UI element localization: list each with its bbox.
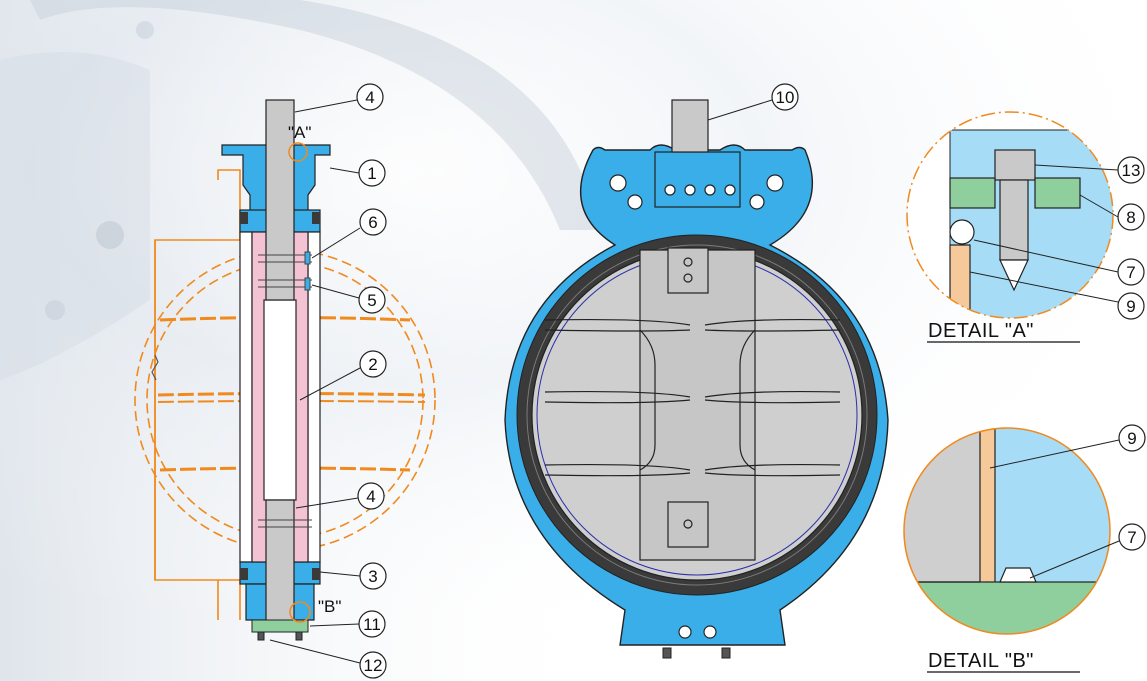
callout-number: 12 [364, 656, 383, 675]
callout-number: 4 [365, 88, 374, 107]
callout-bubble-11: 11 [358, 610, 386, 638]
callout-number: 10 [776, 88, 795, 107]
leader-line [311, 227, 361, 259]
disc-ribs [544, 249, 841, 561]
callout-circle [1117, 156, 1145, 184]
callout-bubble-4: 4 [356, 83, 384, 111]
callout-bubble-12: 12 [359, 651, 387, 679]
bearings [240, 212, 320, 580]
leader-line [294, 99, 358, 113]
callout-number: 1 [367, 164, 376, 183]
callout-circle [358, 159, 386, 187]
callout-bubble-8: 8 [1117, 203, 1145, 231]
callout-number: 6 [368, 213, 377, 232]
callout-circle [356, 83, 384, 111]
callout-circle [359, 350, 387, 378]
leader-line [299, 367, 361, 401]
section-view: "A" "B" [134, 99, 436, 641]
callout-bubble-2: 2 [359, 350, 387, 378]
neck [654, 151, 741, 208]
leader-line [1034, 164, 1119, 171]
callout-bubble-10: 10 [771, 83, 799, 111]
leader-lines [269, 99, 1120, 664]
callout-number: 8 [1126, 208, 1135, 227]
leader-line [969, 271, 1119, 303]
callout-number: 7 [1127, 528, 1136, 547]
callout-circle [1117, 292, 1145, 320]
callout-bubble-7: 7 [1117, 258, 1145, 286]
front-view [504, 99, 889, 659]
leader-line [989, 439, 1120, 469]
callout-circle [358, 286, 386, 314]
detail-a-marker: "A" [288, 123, 311, 142]
callouts: 4 1 6 5 2 4 3 11 12 10 13 8 7 9 9 7 [356, 83, 1146, 679]
bottom-bolts [662, 647, 731, 659]
detail-a: DETAIL "A" [906, 111, 1114, 343]
callout-circle [359, 562, 387, 590]
leader-line [1029, 540, 1120, 579]
leader-line [311, 284, 360, 299]
leader-line [707, 99, 773, 121]
callout-number: 4 [366, 487, 375, 506]
detail-b-circle [289, 601, 311, 623]
leader-line [973, 239, 1119, 273]
seat-inner-line [526, 244, 868, 586]
callout-number: 13 [1122, 161, 1141, 180]
callout-circle [1118, 424, 1146, 452]
callout-circle [359, 651, 387, 679]
callout-number: 9 [1126, 297, 1135, 316]
callout-number: 2 [368, 355, 377, 374]
stem-top [671, 99, 709, 153]
callout-number: 3 [368, 567, 377, 586]
callout-bubble-13: 13 [1117, 156, 1145, 184]
callout-bubble-4: 4 [357, 482, 385, 510]
callout-number: 5 [367, 291, 376, 310]
callout-bubble-9: 9 [1118, 424, 1146, 452]
stems [265, 99, 295, 631]
callout-bubble-9: 9 [1117, 292, 1145, 320]
leader-line [319, 571, 361, 577]
callout-circle [771, 83, 799, 111]
leader-line [295, 497, 359, 509]
callout-bubble-6: 6 [359, 208, 387, 236]
leader-line [1079, 194, 1119, 218]
leader-line [329, 167, 360, 174]
detail-b-marker: "B" [318, 597, 341, 616]
pins [258, 251, 312, 528]
valve-body-section [221, 144, 331, 621]
flange-holes [609, 174, 784, 639]
callout-bubble-7: 7 [1118, 523, 1146, 551]
callout-bubble-1: 1 [358, 159, 386, 187]
callout-circle [358, 610, 386, 638]
detail-b-title: DETAIL "B" [928, 650, 1034, 672]
callout-circle [1118, 523, 1146, 551]
callout-circle [359, 208, 387, 236]
callout-number: 9 [1127, 429, 1136, 448]
hub-pockets [667, 247, 709, 548]
detail-a-circle [288, 142, 308, 162]
callout-circle [1117, 203, 1145, 231]
callout-number: 7 [1126, 263, 1135, 282]
callout-bubble-5: 5 [358, 286, 386, 314]
callout-bubble-3: 3 [359, 562, 387, 590]
callout-circle [357, 482, 385, 510]
detail-a-title: DETAIL "A" [928, 320, 1034, 342]
bottom-cover [251, 619, 309, 641]
leader-line [269, 639, 361, 664]
leader-line [309, 623, 360, 627]
callout-number: 11 [363, 615, 381, 634]
break-line [151, 354, 159, 381]
callout-circle [1117, 258, 1145, 286]
